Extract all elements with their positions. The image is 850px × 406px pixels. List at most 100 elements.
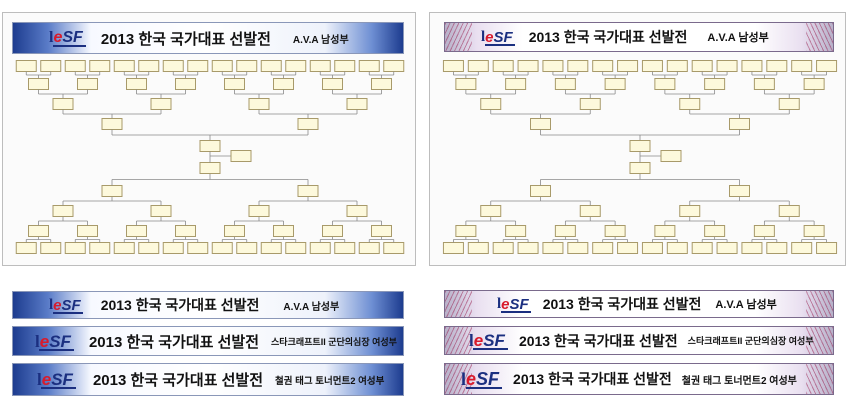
lower-slot-r1 — [716, 242, 738, 254]
bracket-panel-left — [2, 12, 416, 266]
lower-slot-r2 — [704, 225, 726, 237]
lower-slot-r4 — [729, 185, 750, 197]
upper-slot-r1 — [442, 60, 464, 72]
logo-prefix: l — [461, 369, 467, 389]
upper-slot-r1 — [617, 60, 639, 72]
upper-slot-r1 — [716, 60, 738, 72]
lower-slot-r1 — [641, 242, 663, 254]
upper-slot-r1 — [741, 60, 763, 72]
upper-slot-r2 — [803, 78, 825, 90]
banner-title: 2013 한국 국가대표 선발전 — [100, 30, 271, 48]
upper-slot-r1 — [691, 60, 713, 72]
upper-slot-r2 — [505, 78, 527, 90]
upper-slot-r5 — [629, 140, 651, 152]
upper-slot-r1 — [641, 60, 663, 72]
banner-subtitle: 스타크래프트II 군단의심장 여성부 — [687, 336, 814, 346]
lower-slot-r3 — [679, 205, 701, 217]
upper-slot-r1 — [791, 60, 813, 72]
banner-subtitle: A.V.A 남성부 — [283, 301, 340, 313]
lower-slot-r3 — [778, 205, 800, 217]
upper-slot-r2 — [455, 78, 477, 90]
upper-slot-r1 — [666, 60, 688, 72]
lower-slot-r2 — [753, 225, 775, 237]
logo-prefix: l — [497, 295, 502, 312]
banner-title: 2013 한국 국가대표 선발전 — [542, 296, 702, 312]
upper-slot-r1 — [517, 60, 539, 72]
bracket-right — [442, 60, 838, 254]
lower-slot-r1 — [517, 242, 539, 254]
upper-slot-r3 — [579, 98, 601, 110]
banner-subtitle: A.V.A 남성부 — [292, 34, 349, 46]
lower-slot-r1 — [592, 242, 614, 254]
lower-slot-r1 — [791, 242, 813, 254]
banner-title: 2013 한국 국가대표 선발전 — [88, 333, 260, 351]
upper-slot-r4 — [530, 118, 551, 130]
banner-title: 2013 한국 국가대표 선발전 — [528, 29, 688, 45]
upper-slot-r2 — [554, 78, 576, 90]
logo-prefix: l — [35, 331, 40, 351]
upper-slot-r1 — [467, 60, 489, 72]
lower-slot-r1 — [492, 242, 514, 254]
champion-slot — [230, 150, 252, 162]
lower-slot-r2 — [554, 225, 576, 237]
banner-subtitle: 철권 태그 토너먼트2 여성부 — [275, 375, 385, 387]
upper-slot-r2 — [654, 78, 676, 90]
banner-subtitle: A.V.A 남성부 — [707, 32, 769, 44]
lower-slot-r2 — [654, 225, 676, 237]
upper-slot-r2 — [704, 78, 726, 90]
upper-slot-r1 — [542, 60, 564, 72]
champion-slot — [660, 150, 682, 162]
lower-slot-r1 — [816, 242, 838, 254]
lower-slot-r1 — [567, 242, 589, 254]
lower-slot-r1 — [666, 242, 688, 254]
upper-slot-r1 — [766, 60, 788, 72]
banner-title: 2013 한국 국가대표 선발전 — [92, 372, 264, 389]
banner-title: 2013 한국 국가대표 선발전 — [518, 332, 678, 349]
lower-slot-r3 — [480, 205, 502, 217]
logo-prefix: l — [481, 28, 486, 45]
bracket-panel-right — [429, 12, 846, 266]
lower-slot-r2 — [455, 225, 477, 237]
logo-prefix: l — [37, 370, 42, 389]
lower-slot-r1 — [741, 242, 763, 254]
lower-slot-r5 — [629, 162, 651, 174]
lower-slot-r1 — [542, 242, 564, 254]
lower-slot-r1 — [442, 242, 464, 254]
upper-slot-r1 — [567, 60, 589, 72]
bracket-left — [15, 60, 405, 254]
upper-slot-r3 — [480, 98, 502, 110]
banner-subtitle: A.V.A 남성부 — [715, 299, 777, 311]
logo-prefix: l — [49, 29, 54, 46]
upper-slot-r3 — [778, 98, 800, 110]
upper-slot-r1 — [492, 60, 514, 72]
lower-slot-r2 — [803, 225, 825, 237]
upper-slot-r1 — [816, 60, 838, 72]
upper-slot-r3 — [679, 98, 701, 110]
lower-slot-r1 — [691, 242, 713, 254]
lower-slot-r1 — [766, 242, 788, 254]
lower-slot-r1 — [617, 242, 639, 254]
lower-slot-r4 — [530, 185, 551, 197]
